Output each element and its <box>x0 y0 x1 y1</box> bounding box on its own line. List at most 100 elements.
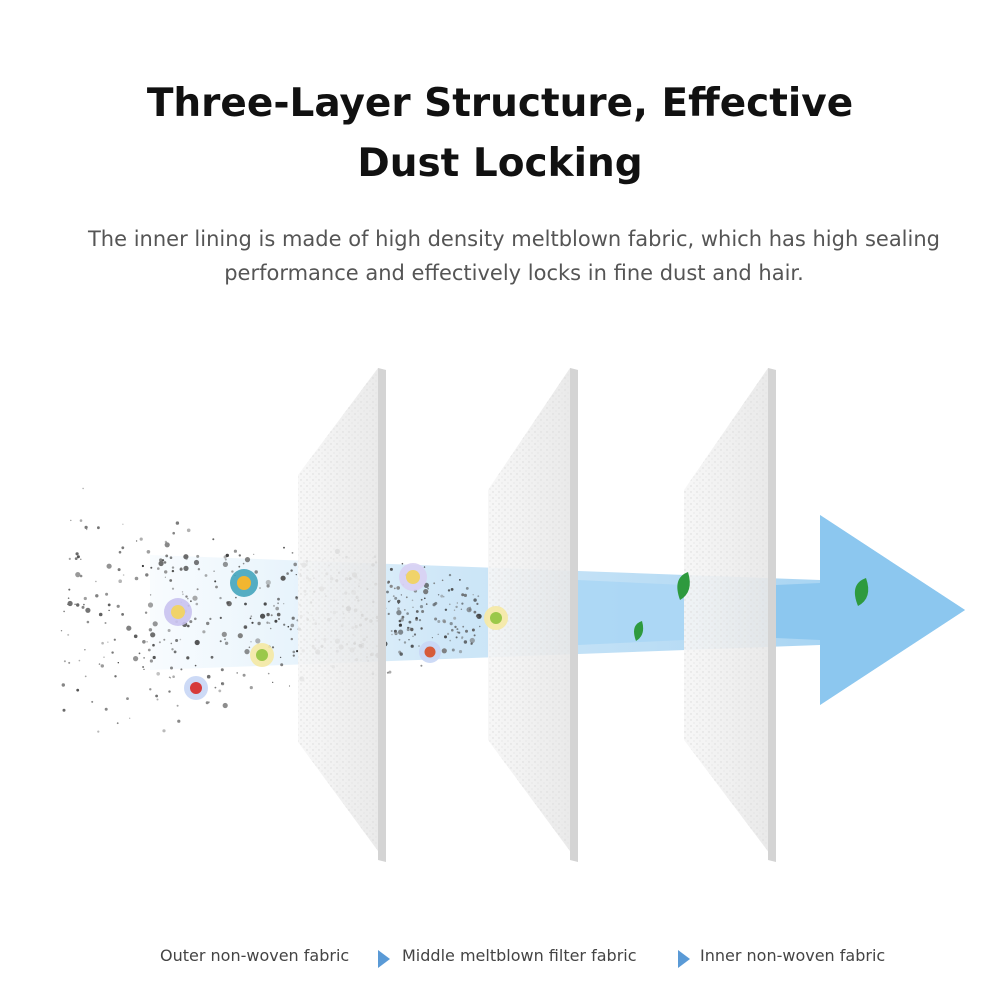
dust-particle <box>293 562 298 567</box>
dust-particle <box>266 621 269 624</box>
bacteria-icon <box>230 569 258 597</box>
dust-particle <box>292 650 296 654</box>
dust-particle <box>238 565 241 568</box>
dust-particle <box>260 613 266 619</box>
dust-particle <box>98 663 101 665</box>
dust-particle <box>219 616 222 619</box>
dust-particle <box>244 557 251 563</box>
dust-particle <box>398 623 402 627</box>
dust-particle <box>152 621 158 627</box>
dust-particle <box>152 655 156 660</box>
dust-particle <box>79 519 83 522</box>
dust-particle <box>104 707 108 711</box>
dust-particle <box>271 646 275 649</box>
dust-particle <box>60 630 63 632</box>
dust-particle <box>169 579 173 582</box>
dust-particle <box>114 675 117 678</box>
dust-particle <box>84 525 88 529</box>
dust-particle <box>451 628 454 632</box>
dust-particle <box>103 656 105 658</box>
dust-particle <box>295 596 299 600</box>
dust-particle <box>194 664 197 667</box>
dust-particle <box>149 659 153 663</box>
dust-particle <box>190 600 192 603</box>
dust-particle <box>290 637 293 641</box>
dust-particle <box>158 641 161 644</box>
dust-particle <box>440 594 444 598</box>
dust-particle <box>180 567 183 570</box>
dust-particle <box>67 633 70 636</box>
dust-particle <box>74 603 76 605</box>
dust-particle <box>455 605 458 609</box>
dust-particle <box>473 634 476 637</box>
bacteria-icon <box>484 606 508 630</box>
triangle-right-icon <box>678 950 690 968</box>
dust-particle <box>274 619 278 623</box>
dust-particle <box>121 613 124 616</box>
dust-particle <box>254 570 258 574</box>
dust-particle <box>387 613 390 615</box>
dust-particle <box>133 656 139 662</box>
dust-particle <box>394 631 398 636</box>
dust-particle <box>67 597 70 599</box>
dust-particle <box>126 625 132 631</box>
title-line-2: Dust Locking <box>357 141 643 186</box>
dust-particle <box>277 617 281 621</box>
dust-particle <box>179 638 182 641</box>
dust-particle <box>67 603 69 605</box>
dust-particle <box>418 645 420 647</box>
dust-particle <box>79 574 83 578</box>
dust-particle <box>461 602 464 605</box>
dust-particle <box>139 537 143 541</box>
dust-particle <box>465 587 469 590</box>
dust-particle <box>138 652 141 655</box>
description-text: The inner lining is made of high density… <box>87 227 940 285</box>
dust-particle <box>171 569 175 573</box>
dust-particle <box>169 556 173 559</box>
dust-particle <box>156 698 159 701</box>
dust-particle <box>470 643 473 645</box>
dust-particle <box>437 633 439 635</box>
dust-particle <box>408 639 410 641</box>
dust-particle <box>183 565 189 571</box>
dust-particle <box>106 563 112 569</box>
dust-particle <box>277 602 279 605</box>
dust-particle <box>225 553 229 558</box>
dust-particle <box>396 586 401 590</box>
dust-particle <box>155 694 159 698</box>
dust-particle <box>206 621 210 626</box>
dust-particle <box>437 594 440 596</box>
dust-particle <box>163 561 167 564</box>
dust-particle <box>425 603 428 605</box>
dust-particle <box>148 628 153 632</box>
dust-particle <box>397 607 400 611</box>
dust-particle <box>186 656 190 660</box>
dust-particle <box>248 646 251 649</box>
dust-particle <box>213 570 215 572</box>
dust-particle <box>177 719 181 723</box>
dust-particle <box>283 603 285 605</box>
dust-particle <box>432 603 436 607</box>
dust-particle <box>283 546 285 549</box>
dust-particle <box>158 560 164 567</box>
dust-particle <box>413 633 417 636</box>
dust-particle <box>409 627 411 629</box>
dust-particle <box>437 620 441 623</box>
dust-particle <box>146 641 148 643</box>
dust-particle <box>389 584 393 588</box>
dust-particle <box>441 648 447 654</box>
dust-particle <box>107 603 111 607</box>
dust-particle <box>276 612 281 617</box>
dust-particle <box>441 579 444 582</box>
triangle-right-icon <box>378 950 390 968</box>
dust-particle <box>277 597 280 601</box>
dust-particle <box>476 602 479 605</box>
dust-particle <box>83 596 87 601</box>
dust-particle <box>393 587 396 590</box>
dust-particle <box>423 566 426 568</box>
dust-particle <box>150 632 156 638</box>
dust-particle <box>253 553 255 555</box>
dust-particle <box>207 701 210 704</box>
dust-particle <box>91 700 94 703</box>
dust-particle <box>221 682 225 686</box>
